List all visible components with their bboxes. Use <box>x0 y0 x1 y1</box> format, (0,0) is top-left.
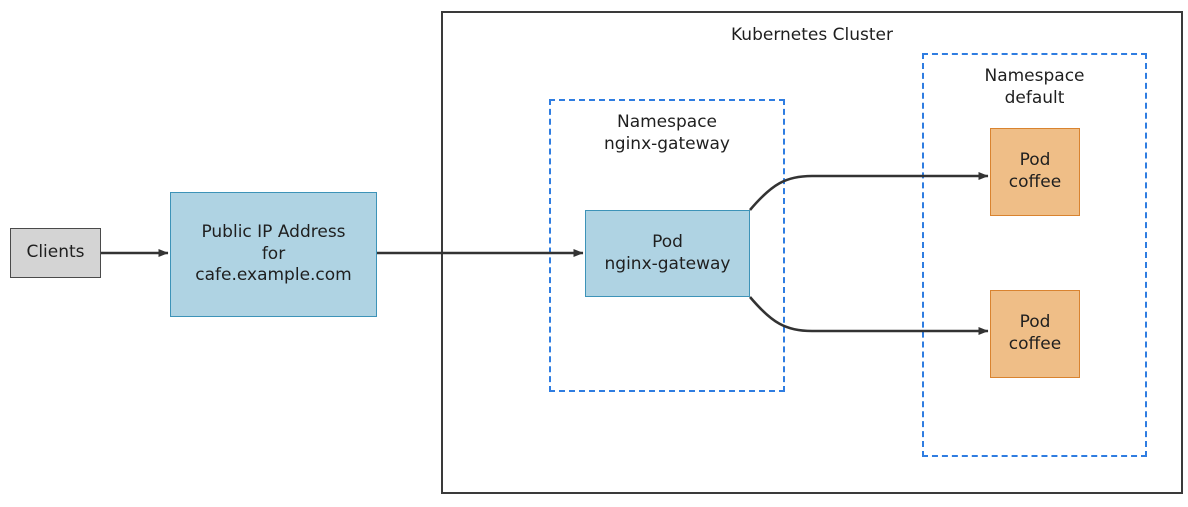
node-clients[interactable]: Clients <box>10 228 101 278</box>
namespace-nginx-gateway-title: Namespace nginx-gateway <box>604 112 730 155</box>
node-pod-coffee-1[interactable]: Pod coffee <box>990 128 1080 216</box>
node-pod-nginx-gateway[interactable]: Pod nginx-gateway <box>585 210 750 297</box>
node-pod-coffee-2[interactable]: Pod coffee <box>990 290 1080 378</box>
namespace-default-container: Namespace default <box>922 53 1147 457</box>
node-public-ip-address[interactable]: Public IP Address for cafe.example.com <box>170 192 377 317</box>
namespace-nginx-gateway-container: Namespace nginx-gateway <box>549 99 785 392</box>
kubernetes-cluster-title: Kubernetes Cluster <box>731 25 893 45</box>
namespace-default-title: Namespace default <box>984 66 1085 109</box>
